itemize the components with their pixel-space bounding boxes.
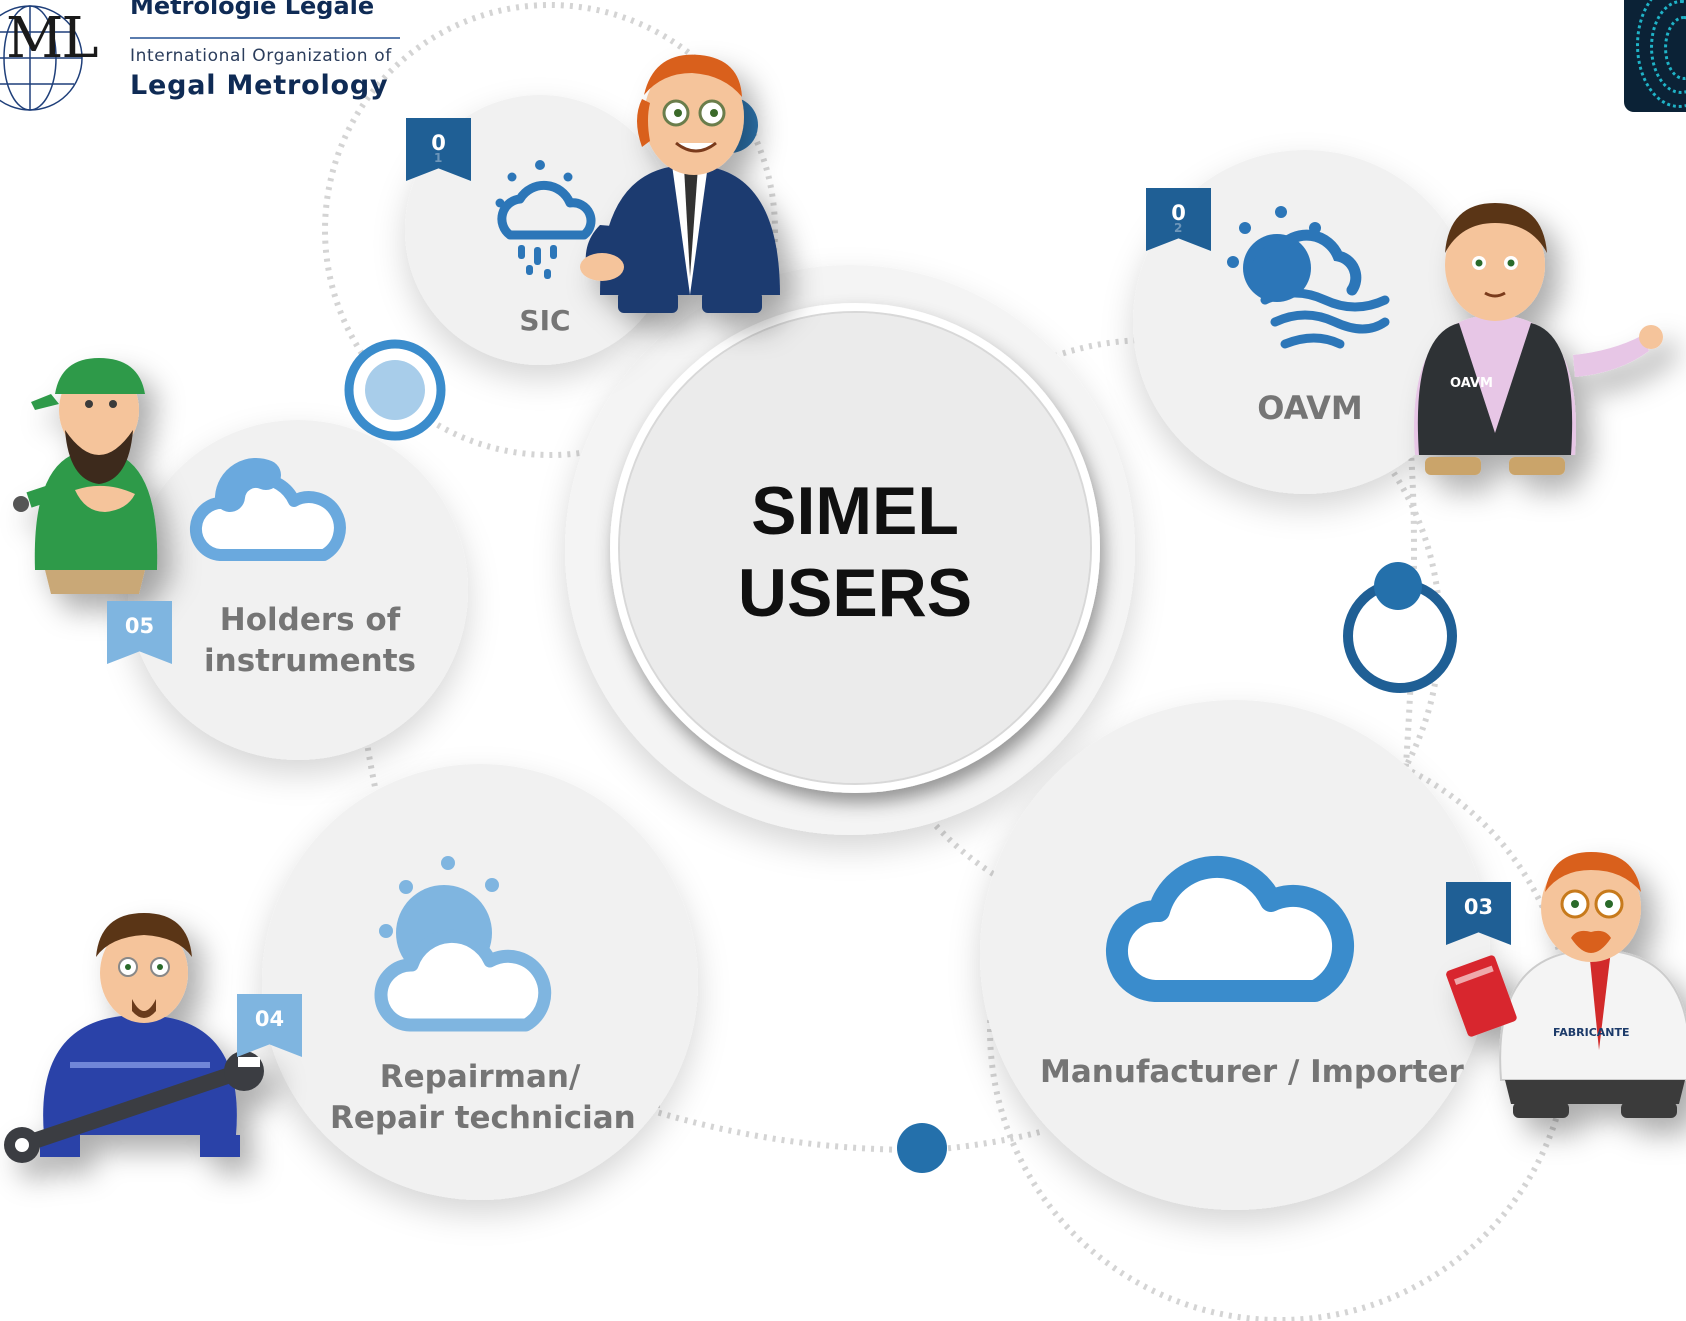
label-repairman-line2: Repair technician (330, 1100, 636, 1136)
label-oavm: OAVM (1230, 388, 1390, 428)
partly-cloudy-icon (374, 856, 552, 1032)
label-sic-line1: SIC (519, 304, 571, 337)
label-oavm-line1: OAVM (1257, 389, 1363, 427)
mechanic-character (13, 358, 158, 594)
globe-logo-icon (0, 5, 83, 111)
logo-subtitle: International Organization of (130, 46, 392, 66)
cloud-icon (1106, 855, 1355, 1002)
logo-divider (130, 37, 400, 39)
logo-title-french: Métrologie Légale (130, 0, 375, 20)
dot-node-bottom (897, 1123, 947, 1173)
oavm-vest-badge: OAVM (1450, 376, 1493, 391)
repairman-character (4, 913, 264, 1163)
rain-cloud-icon (495, 160, 596, 279)
fabricante-shirt-badge: FABRICANTE (1553, 1026, 1630, 1039)
ring-node-left (344, 339, 446, 441)
number-flag-holders: 05 (107, 601, 172, 664)
corner-decoration (1624, 0, 1686, 112)
center-title: SIMEL USERS (640, 470, 1070, 634)
oavm-inspector-character: OAVM (1414, 203, 1663, 475)
number-flag-manufacturer-value: 03 (1463, 895, 1494, 919)
label-manufacturer-line1: Manufacturer / Importer (1040, 1054, 1464, 1090)
oiml-logo: ML Métrologie Légale International Organ… (0, 0, 420, 115)
label-repairman-line1: Repairman/ (379, 1059, 581, 1095)
label-repairman: Repairman/ Repair technician (330, 1057, 636, 1139)
sic-disc (405, 95, 675, 365)
manufacturer-character: FABRICANTE (1446, 852, 1686, 1118)
logo-title-english: Legal Metrology (130, 70, 389, 101)
label-holders-line1: Holders of (219, 602, 401, 638)
label-manufacturer: Manufacturer / Importer (1040, 1052, 1464, 1092)
label-holders: Holders of instruments (200, 600, 420, 682)
businessman-character (580, 54, 780, 313)
label-holders-line2: instruments (204, 643, 416, 679)
center-circle (610, 303, 1100, 793)
label-sic: SIC (480, 303, 610, 339)
number-flag-repairman-value: 04 (254, 1007, 285, 1031)
logo-monogram: ML (6, 6, 99, 71)
center-title-line2: USERS (737, 555, 973, 631)
oavm-disc (1133, 150, 1477, 494)
holders-disc (128, 420, 468, 760)
number-flag-holders-value: 05 (124, 614, 155, 638)
number-flag-oavm-sub: 2 (1174, 221, 1183, 235)
windy-sun-cloud-icon (1227, 206, 1390, 349)
center-title-line1: SIMEL (751, 473, 959, 549)
number-flag-sic-sub: 1 (434, 151, 443, 165)
ring-node-right (1343, 562, 1457, 693)
number-flag-oavm-value: 0 (1171, 201, 1186, 225)
cloud-outline-icon (190, 458, 346, 561)
number-flag-sic-value: 0 (431, 131, 446, 155)
